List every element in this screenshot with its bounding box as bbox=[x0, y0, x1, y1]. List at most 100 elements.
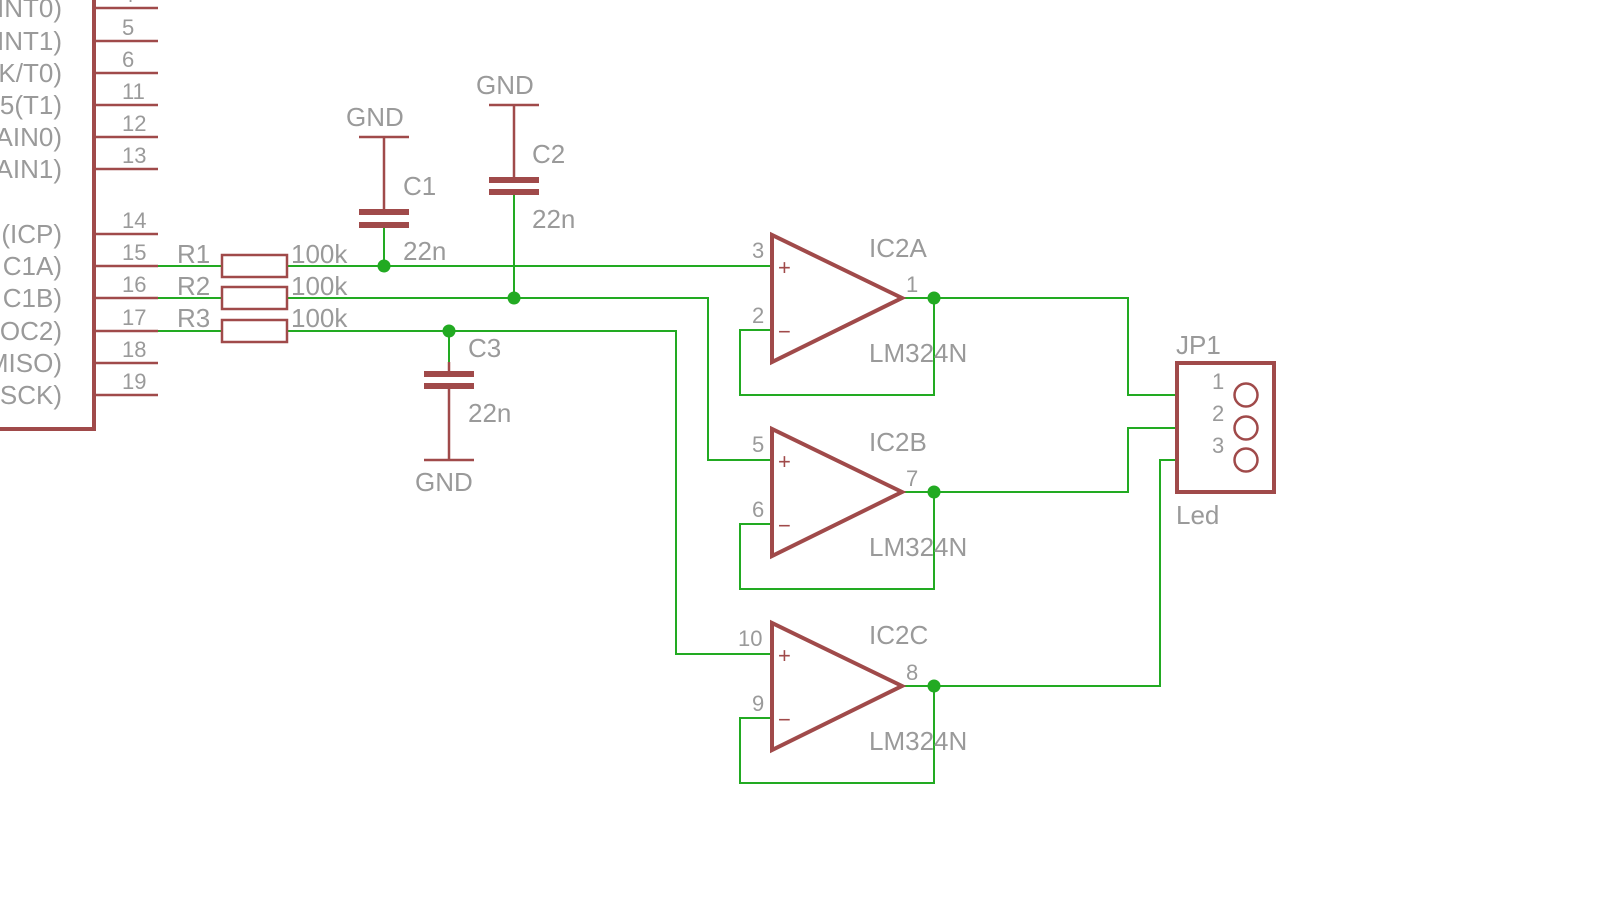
cap-plate bbox=[424, 371, 474, 377]
mcu-pin-number: 19 bbox=[122, 369, 146, 394]
opamp-ic2a: + − 3 2 1 IC2A LM324N bbox=[752, 231, 967, 368]
capacitor-value: 22n bbox=[468, 398, 511, 428]
junction-dot bbox=[927, 485, 941, 499]
junctions bbox=[377, 259, 941, 693]
opamp-pin-number: 7 bbox=[906, 466, 918, 491]
resistor-body bbox=[220, 253, 289, 279]
gnd-label: GND bbox=[476, 70, 534, 100]
mcu-pin-number: 16 bbox=[122, 272, 146, 297]
mcu-pin-number: 6 bbox=[122, 47, 134, 72]
connector-body bbox=[1175, 361, 1276, 494]
mcu-pin-number: 11 bbox=[122, 79, 145, 104]
connector-name: JP1 bbox=[1176, 330, 1221, 360]
opamp-pin-number: 6 bbox=[752, 497, 764, 522]
connector-pad bbox=[1233, 382, 1259, 408]
resistor-body bbox=[220, 285, 289, 311]
mcu-pin-number: 14 bbox=[122, 208, 146, 233]
wire bbox=[739, 298, 935, 396]
opamp-triangle bbox=[770, 425, 907, 560]
mcu-signal: INT1) bbox=[0, 26, 62, 56]
capacitor-c1: GND C1 22n bbox=[346, 102, 446, 266]
connector-pad bbox=[1233, 415, 1259, 441]
mcu-pin-number: 18 bbox=[122, 337, 146, 362]
opamp-minus-sign: − bbox=[778, 513, 791, 538]
connector-pad bbox=[1233, 447, 1259, 473]
mcu-signal: OC2) bbox=[0, 316, 62, 346]
cap-plate bbox=[359, 222, 409, 228]
mcu-part: INT0) INT1) K/T0) 5(T1) AIN0) AIN1) (ICP… bbox=[0, 0, 158, 431]
mcu-signal: SCK) bbox=[0, 380, 62, 410]
cap-plate bbox=[359, 209, 409, 215]
mcu-signal: INT0) bbox=[0, 0, 62, 23]
mcu-signal: AIN1) bbox=[0, 154, 62, 184]
wire bbox=[739, 686, 935, 784]
opamp-pin-number: 10 bbox=[738, 626, 762, 651]
resistor-r2: R2 100k bbox=[177, 271, 348, 311]
cap-plate bbox=[489, 177, 539, 183]
resistor-name: R1 bbox=[177, 239, 210, 269]
wires bbox=[158, 193, 1177, 784]
resistor-r1: R1 100k bbox=[177, 239, 348, 279]
mcu-signal: MISO) bbox=[0, 348, 62, 378]
opamp-triangle bbox=[770, 231, 907, 366]
gnd-label: GND bbox=[346, 102, 404, 132]
opamp-plus-sign: + bbox=[778, 255, 791, 280]
resistor-value: 100k bbox=[291, 303, 348, 333]
opamp-pin-number: 1 bbox=[906, 272, 918, 297]
cap-plate bbox=[424, 383, 474, 389]
opamp-pin-number: 3 bbox=[752, 238, 764, 263]
capacitor-name: C3 bbox=[468, 333, 501, 363]
opamp-name: IC2B bbox=[869, 427, 927, 457]
opamp-minus-sign: − bbox=[778, 707, 791, 732]
opamp-plus-sign: + bbox=[778, 643, 791, 668]
wire bbox=[739, 492, 935, 590]
opamp-ic2b: + − 5 6 7 IC2B LM324N bbox=[752, 425, 967, 562]
resistor-r3: R3 100k bbox=[177, 303, 348, 344]
mcu-signal: K/T0) bbox=[0, 58, 62, 88]
junction-dot bbox=[927, 291, 941, 305]
connector-jp1: 1 2 3 JP1 Led bbox=[1175, 330, 1276, 530]
opamp-part: LM324N bbox=[869, 532, 967, 562]
cap-plate bbox=[489, 189, 539, 195]
capacitor-value: 22n bbox=[403, 236, 446, 266]
mcu-pin-number: 13 bbox=[122, 143, 146, 168]
mcu-body bbox=[0, 0, 96, 431]
mcu-signal: 5(T1) bbox=[0, 90, 62, 120]
mcu-pin-number: 17 bbox=[122, 305, 146, 330]
connector-pin-number: 3 bbox=[1212, 433, 1224, 458]
opamp-name: IC2A bbox=[869, 233, 927, 263]
opamp-pin-number: 2 bbox=[752, 303, 764, 328]
wire bbox=[904, 427, 1177, 493]
opamp-triangle bbox=[770, 619, 907, 754]
connector-value: Led bbox=[1176, 500, 1219, 530]
wire bbox=[287, 297, 772, 461]
connector-pin-number: 2 bbox=[1212, 401, 1224, 426]
capacitor-c3: C3 22n GND bbox=[415, 333, 511, 497]
wire bbox=[904, 297, 1177, 396]
opamp-part: LM324N bbox=[869, 726, 967, 756]
opamp-part: LM324N bbox=[869, 338, 967, 368]
junction-dot bbox=[377, 259, 391, 273]
resistor-value: 100k bbox=[291, 271, 348, 301]
mcu-signal: C1B) bbox=[3, 283, 62, 313]
resistor-name: R3 bbox=[177, 303, 210, 333]
mcu-pin-number: 12 bbox=[122, 111, 146, 136]
capacitor-c2: GND C2 22n bbox=[476, 70, 575, 234]
opamp-plus-sign: + bbox=[778, 449, 791, 474]
opamp-pin-number: 9 bbox=[752, 691, 764, 716]
mcu-signal: (ICP) bbox=[1, 219, 62, 249]
opamp-pin-number: 8 bbox=[906, 660, 918, 685]
resistor-body bbox=[220, 318, 289, 344]
connector-pin-number: 1 bbox=[1212, 369, 1224, 394]
opamp-pin-number: 5 bbox=[752, 432, 764, 457]
mcu-signal: C1A) bbox=[3, 251, 62, 281]
opamp-name: IC2C bbox=[869, 620, 928, 650]
opamp-ic2c: + − 10 9 8 IC2C LM324N bbox=[738, 619, 967, 756]
junction-dot bbox=[927, 679, 941, 693]
capacitor-name: C1 bbox=[403, 171, 436, 201]
resistor-name: R2 bbox=[177, 271, 210, 301]
opamp-minus-sign: − bbox=[778, 319, 791, 344]
gnd-label: GND bbox=[415, 467, 473, 497]
junction-dot bbox=[442, 324, 456, 338]
